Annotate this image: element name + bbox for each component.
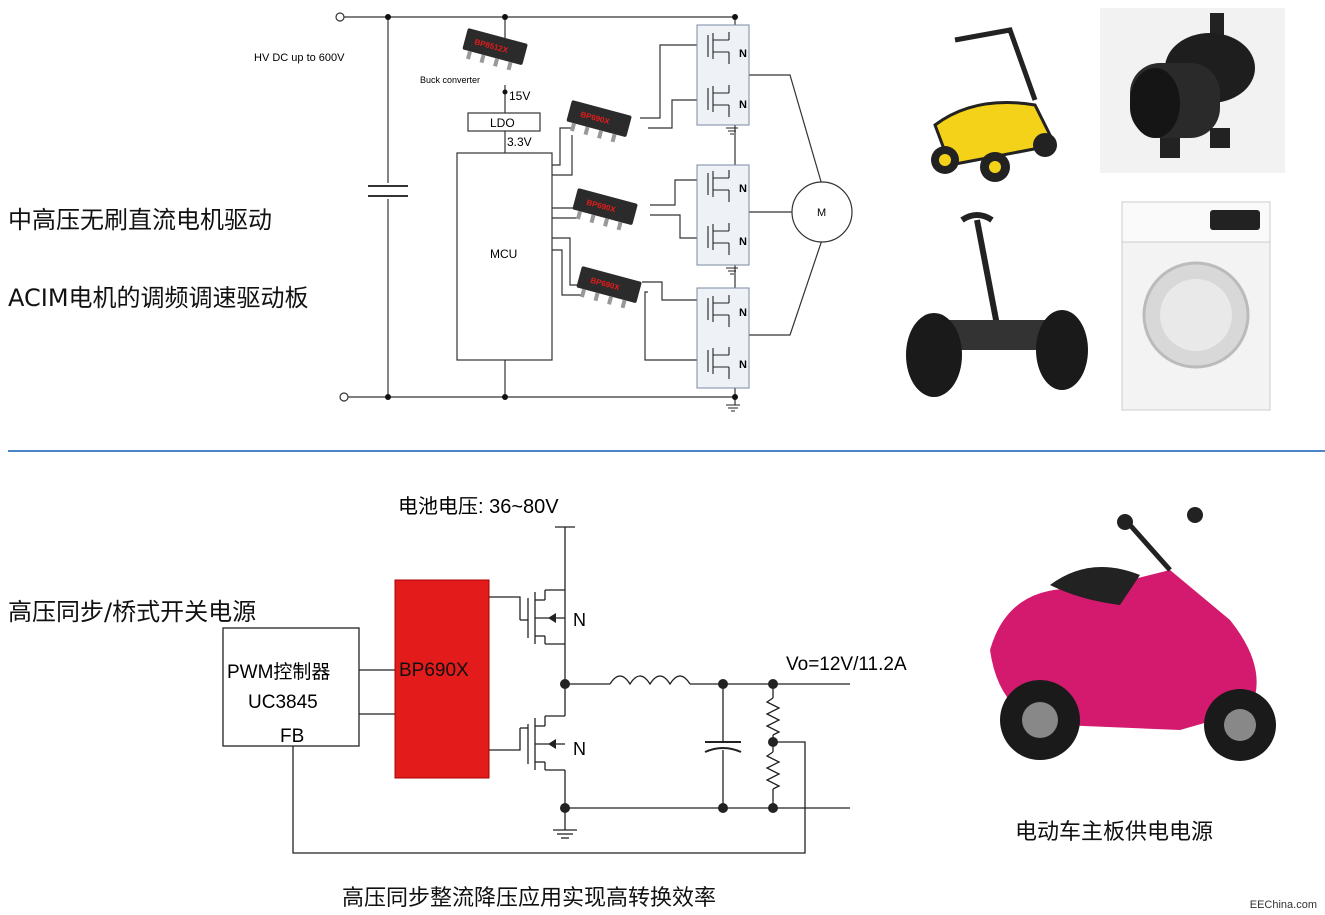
watermark: EEChina.com: [1249, 899, 1317, 911]
bp690x-chip-label: BP690X: [399, 660, 469, 681]
motor-label: M: [817, 207, 826, 219]
n-mark-1: N: [739, 48, 747, 60]
electric-motorcycle-photo: [970, 500, 1310, 780]
section-divider: [8, 450, 1325, 452]
title-sync-psu: 高压同步/桥式开关电源: [8, 598, 257, 626]
fb-label: FB: [280, 726, 304, 747]
pwm-controller-label: PWM控制器: [227, 661, 330, 683]
lawn-mower-photo: [915, 15, 1090, 190]
bldc-schematic: BP8512X BP690X BP690X BP690X HV DC up to…: [254, 12, 853, 412]
caption-efficiency: 高压同步整流降压应用实现高转换效率: [342, 886, 717, 911]
v15-label: 15V: [509, 89, 530, 103]
hv-label: HV DC up to 600V: [254, 52, 345, 64]
battery-voltage-label: 电池电压: 36~80V: [398, 495, 559, 518]
n-mark-3: N: [739, 183, 747, 195]
buck-schematic: BP690X PWM控制器 UC3845 FB N N 电池电压: 36~80V…: [222, 495, 907, 854]
title-acim: ACIM电机的调频调速驱动板: [8, 284, 309, 312]
vo-label: Vo=12V/11.2A: [786, 654, 907, 675]
mcu-label: MCU: [490, 247, 517, 261]
scooter-caption: 电动车主板供电电源: [1015, 820, 1214, 845]
uc3845-label: UC3845: [248, 692, 318, 713]
n-mark-5: N: [739, 307, 747, 319]
v33-label: 3.3V: [507, 135, 532, 149]
n-mark-6: N: [739, 359, 747, 371]
self-balancing-scooter-photo: [892, 205, 1095, 410]
n-mark-4: N: [739, 236, 747, 248]
n-mark-low-side: N: [573, 739, 586, 759]
water-pump-photo: [1100, 8, 1285, 173]
ldo-label: LDO: [490, 116, 515, 130]
n-mark-2: N: [739, 99, 747, 111]
n-mark-high-side: N: [573, 610, 586, 630]
washing-machine-photo: [1121, 201, 1271, 411]
buck-label: Buck converter: [420, 75, 480, 85]
title-bldc: 中高压无刷直流电机驱动: [8, 206, 272, 234]
